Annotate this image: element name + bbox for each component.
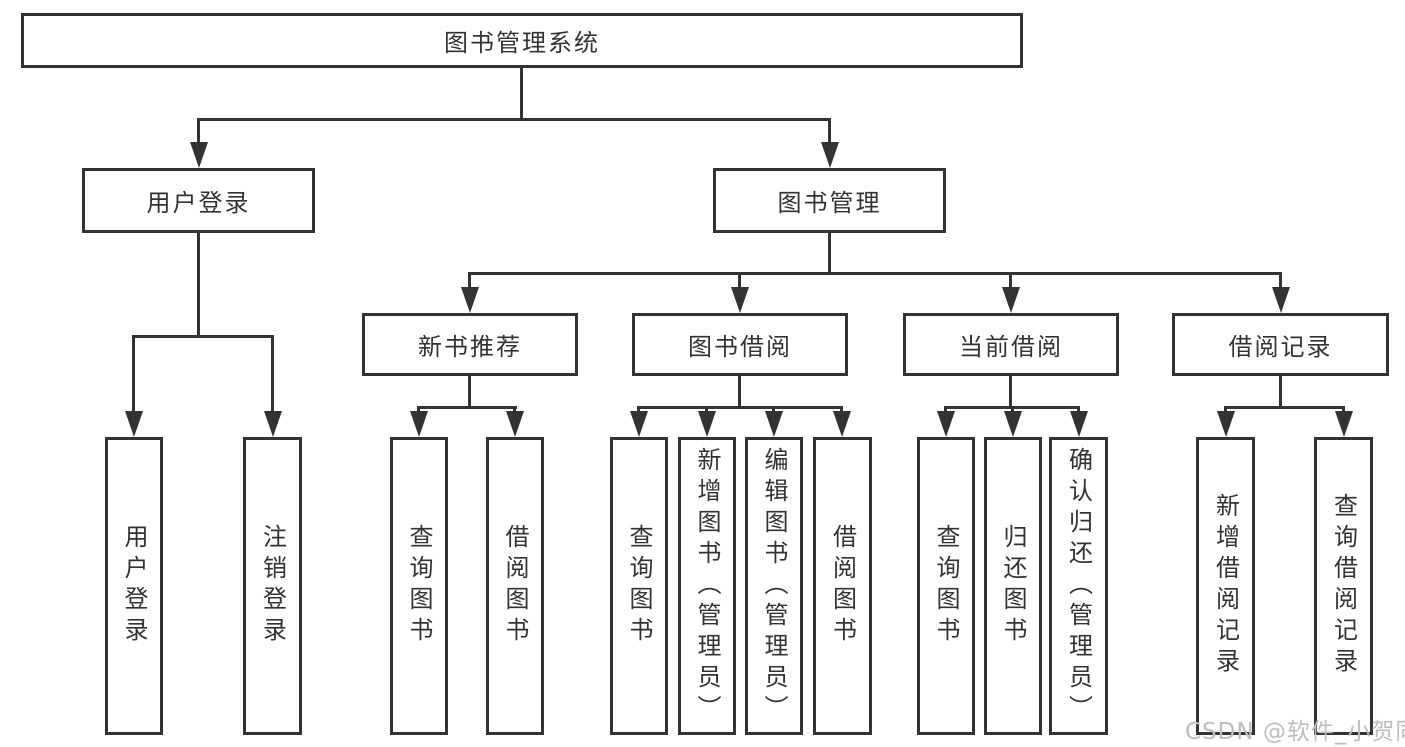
arrow-down-icon — [410, 411, 428, 437]
leaf-edit-books-admin: 编辑图书（管理员） — [745, 437, 803, 735]
leaf-user-login-label: 用户登录 — [120, 524, 148, 648]
arrow-down-icon — [833, 411, 851, 437]
connector-to-leaf — [132, 335, 135, 415]
connector-to-book-management — [828, 118, 831, 146]
leaf-query-books-borrow: 查询图书 — [610, 437, 668, 735]
leaf-user-login: 用户登录 — [105, 437, 163, 735]
leaf-confirm-return-admin: 确认归还（管理员） — [1049, 437, 1108, 735]
node-current-borrow: 当前借阅 — [903, 313, 1119, 376]
connector-new-books-bar — [417, 406, 517, 409]
connector-new-books-stem — [468, 376, 471, 406]
leaf-edit-books-admin-label: 编辑图书（管理员） — [760, 446, 788, 726]
connector-borrow-records-stem — [1279, 376, 1282, 406]
node-book-management: 图书管理 — [713, 168, 946, 233]
connector-to-new-books — [468, 272, 471, 292]
leaf-add-books-admin: 新增图书（管理员） — [678, 437, 736, 735]
node-user-login-label: 用户登录 — [146, 189, 251, 217]
arrow-down-icon — [506, 411, 524, 437]
leaf-confirm-return-admin-label: 确认归还（管理员） — [1064, 446, 1093, 726]
node-borrow-records-label: 借阅记录 — [1228, 333, 1333, 361]
connector-to-user-login — [197, 118, 200, 146]
leaf-query-books-newbook: 查询图书 — [390, 437, 448, 735]
node-user-login: 用户登录 — [82, 168, 315, 233]
node-current-borrow-label: 当前借阅 — [959, 333, 1063, 361]
node-new-book-recommend: 新书推荐 — [362, 313, 578, 376]
arrow-down-icon — [731, 287, 749, 313]
arrow-down-icon — [1217, 411, 1235, 437]
arrow-down-icon — [698, 411, 716, 437]
connector-current-borrow-stem — [1009, 376, 1012, 406]
arrow-down-icon — [630, 411, 648, 437]
watermark: CSDN @软件_小贺同学 — [1185, 719, 1405, 745]
connector-root-bar — [197, 118, 831, 121]
arrow-down-icon — [1004, 411, 1022, 437]
leaf-return-books: 归还图书 — [984, 437, 1042, 735]
connector-to-book-borrow — [738, 272, 741, 292]
leaf-borrow-books-label: 借阅图书 — [828, 524, 857, 648]
arrow-down-icon — [264, 411, 282, 437]
arrow-down-icon — [821, 142, 839, 168]
node-root-label: 图书管理系统 — [444, 29, 600, 57]
connector-borrow-records-bar — [1224, 406, 1345, 409]
leaf-query-books-current-label: 查询图书 — [932, 524, 960, 648]
node-borrow-records: 借阅记录 — [1172, 313, 1389, 376]
leaf-add-borrow-record: 新增借阅记录 — [1196, 437, 1255, 735]
leaf-query-borrow-record: 查询借阅记录 — [1314, 437, 1373, 735]
leaf-borrow-books-newbook-label: 借阅图书 — [501, 524, 529, 648]
arrow-down-icon — [937, 411, 955, 437]
leaf-add-borrow-record-label: 新增借阅记录 — [1211, 493, 1240, 679]
arrow-down-icon — [461, 287, 479, 313]
connector-to-current-borrow — [1009, 272, 1012, 292]
node-root: 图书管理系统 — [21, 13, 1023, 68]
connector-book-borrow-bar — [637, 406, 843, 409]
connector-to-leaf — [271, 335, 274, 415]
node-book-borrow: 图书借阅 — [632, 313, 848, 376]
connector-to-borrow-records — [1279, 272, 1282, 292]
leaf-borrow-books: 借阅图书 — [813, 437, 872, 735]
leaf-query-books-borrow-label: 查询图书 — [625, 524, 653, 648]
leaf-query-books-newbook-label: 查询图书 — [405, 524, 433, 648]
connector-user-login-stem — [197, 233, 200, 335]
leaf-return-books-label: 归还图书 — [999, 524, 1027, 648]
connector-book-management-bar — [468, 272, 1282, 275]
connector-user-login-bar — [132, 335, 274, 338]
leaf-borrow-books-newbook: 借阅图书 — [486, 437, 544, 735]
connector-book-management-stem — [828, 233, 831, 272]
leaf-add-books-admin-label: 新增图书（管理员） — [693, 446, 721, 726]
connector-book-borrow-stem — [738, 376, 741, 406]
node-book-management-label: 图书管理 — [777, 189, 882, 217]
leaf-query-books-current: 查询图书 — [917, 437, 975, 735]
leaf-logout: 注销登录 — [243, 437, 302, 735]
arrow-down-icon — [125, 411, 143, 437]
arrow-down-icon — [1335, 411, 1353, 437]
leaf-logout-label: 注销登录 — [258, 524, 287, 648]
node-new-book-recommend-label: 新书推荐 — [418, 333, 522, 361]
leaf-query-borrow-record-label: 查询借阅记录 — [1329, 493, 1358, 679]
arrow-down-icon — [190, 142, 208, 168]
connector-root-stem — [520, 68, 523, 118]
arrow-down-icon — [1002, 287, 1020, 313]
arrow-down-icon — [1272, 287, 1290, 313]
arrow-down-icon — [1070, 411, 1088, 437]
node-book-borrow-label: 图书借阅 — [688, 333, 792, 361]
arrow-down-icon — [765, 411, 783, 437]
